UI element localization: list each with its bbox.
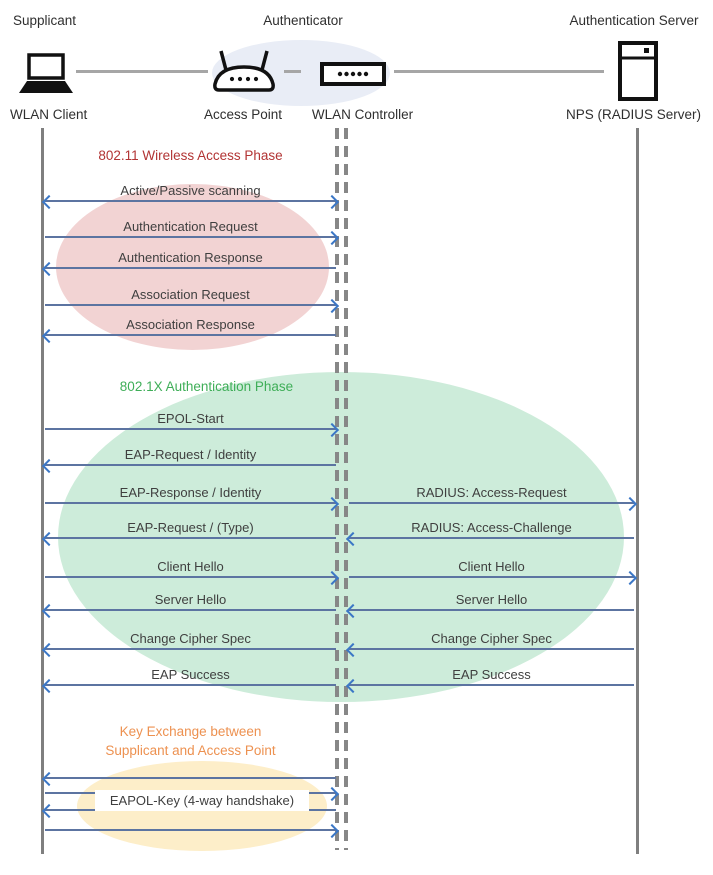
message-eap-request-type: EAP-Request / (Type) — [41, 519, 337, 547]
lifeline-wlan-controller-dash-2 — [344, 128, 348, 850]
arrow-right-icon — [44, 570, 340, 586]
device-wlan-client: WLAN Client — [10, 107, 88, 122]
message-label: RADIUS: Access-Challenge — [411, 520, 572, 535]
arrow-right-icon — [44, 422, 340, 438]
message-label: Server Hello — [455, 592, 528, 607]
message-client-hello-left: Client Hello — [44, 558, 340, 586]
message-label: Client Hello — [157, 559, 224, 574]
message-change-cipher-spec-right: Change Cipher Spec — [345, 630, 635, 658]
laptop-icon — [19, 53, 73, 93]
message-authentication-request: Authentication Request — [44, 218, 340, 246]
message-change-cipher-spec-left: Change Cipher Spec — [41, 630, 337, 658]
message-label: EAP Success — [151, 667, 230, 682]
message-epol-start: EPOL-Start — [44, 410, 340, 438]
arrow-left-icon — [345, 531, 635, 547]
connector-client-ap — [76, 70, 208, 73]
message-label: Active/Passive scanning — [120, 183, 261, 198]
arrow-left-icon — [41, 261, 337, 277]
arrow-right-icon — [348, 496, 638, 512]
message-authentication-response: Authentication Response — [41, 249, 337, 277]
role-authentication-server: Authentication Server — [569, 13, 699, 28]
message-label: Authentication Request — [123, 219, 258, 234]
arrow-left-icon — [41, 678, 337, 694]
wlan-controller-icon — [320, 62, 386, 86]
arrow-right-icon — [44, 496, 340, 512]
arrow-left-icon — [41, 603, 337, 619]
message-label: Server Hello — [154, 592, 227, 607]
connector-controller-server — [394, 70, 604, 73]
arrow-left-icon — [41, 531, 337, 547]
message-eap-request-identity: EAP-Request / Identity — [41, 446, 337, 474]
message-server-hello-right: Server Hello — [345, 591, 635, 619]
arrow-left-icon — [41, 642, 337, 658]
phase-title-key-exchange-line2: Supplicant and Access Point — [105, 743, 276, 758]
message-label: EAP-Response / Identity — [119, 485, 262, 500]
arrow-right-icon — [348, 570, 638, 586]
message-active-passive-scanning: Active/Passive scanning — [41, 182, 340, 210]
message-association-response: Association Response — [41, 316, 337, 344]
role-authenticator: Authenticator — [263, 13, 343, 28]
message-label: EAP-Request / Identity — [124, 447, 257, 462]
message-label: Association Response — [126, 317, 255, 332]
message-radius-access-request: RADIUS: Access-Request — [348, 484, 638, 512]
message-label: Change Cipher Spec — [130, 631, 251, 646]
message-eap-response-identity: EAP-Response / Identity — [44, 484, 340, 512]
connector-ap-controller — [284, 70, 301, 73]
phase-title-80211: 802.11 Wireless Access Phase — [98, 148, 283, 163]
message-server-hello-left: Server Hello — [41, 591, 337, 619]
role-supplicant: Supplicant — [13, 13, 77, 28]
message-label: Authentication Response — [118, 250, 263, 265]
phase-title-8021x: 802.1X Authentication Phase — [119, 379, 294, 394]
lifeline-nps-server — [636, 128, 639, 854]
device-nps-radius-server: NPS (RADIUS Server) — [565, 107, 702, 122]
arrow-right-icon — [44, 823, 340, 839]
message-eapol-key-handshake: EAPOL-Key (4-way handshake) — [95, 790, 309, 811]
arrow-both-icon — [41, 194, 340, 210]
message-label: Change Cipher Spec — [431, 631, 552, 646]
arrow-right-icon — [44, 230, 340, 246]
message-label: Association Request — [131, 287, 250, 302]
server-icon — [618, 41, 658, 101]
arrow-left-icon — [345, 603, 635, 619]
message-eap-success-right: EAP Success — [345, 666, 635, 694]
arrow-left-icon — [41, 458, 337, 474]
phase-title-key-exchange: Key Exchange between Supplicant and Acce… — [44, 722, 337, 760]
device-wlan-controller: WLAN Controller — [311, 107, 414, 122]
arrow-left-icon — [41, 328, 337, 344]
arrow-left-icon — [345, 642, 635, 658]
message-association-request: Association Request — [44, 286, 340, 314]
arrow-right-icon — [44, 298, 340, 314]
lifeline-wlan-controller-dash-1 — [335, 128, 339, 850]
message-label: EAP Success — [452, 667, 531, 682]
message-eap-success-left: EAP Success — [41, 666, 337, 694]
arrow-left-icon — [41, 771, 337, 787]
message-label: RADIUS: Access-Request — [416, 485, 567, 500]
arrow-left-icon — [345, 678, 635, 694]
message-label: Client Hello — [458, 559, 525, 574]
message-label: EAP-Request / (Type) — [127, 520, 254, 535]
message-client-hello-right: Client Hello — [348, 558, 638, 586]
message-label: EPOL-Start — [157, 411, 224, 426]
lifeline-wlan-client — [41, 128, 44, 854]
phase-title-key-exchange-line1: Key Exchange between — [119, 724, 262, 739]
message-radius-access-challenge: RADIUS: Access-Challenge — [345, 519, 635, 547]
access-point-icon — [213, 50, 275, 92]
device-access-point: Access Point — [203, 107, 283, 122]
